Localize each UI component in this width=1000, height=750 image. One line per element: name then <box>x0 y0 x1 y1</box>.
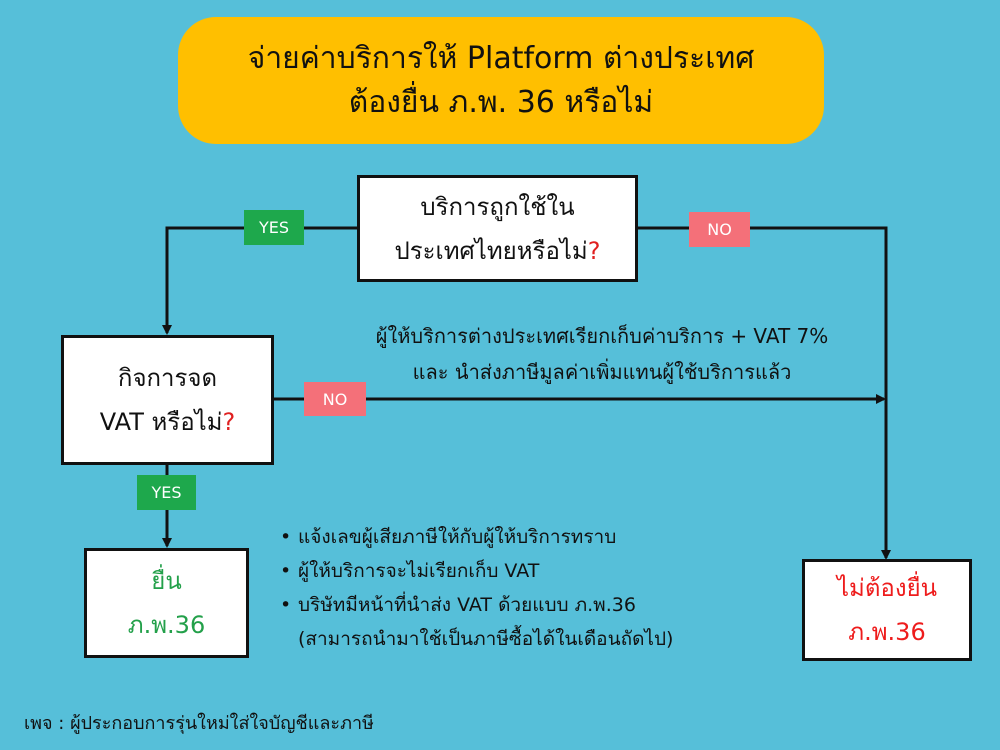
note-line-1: ผู้ให้บริการต่างประเทศเรียกเก็บค่าบริการ… <box>375 324 829 348</box>
question-2-line-1: กิจการจด <box>117 364 218 392</box>
question-mark: ? <box>587 236 601 265</box>
no-label-q2: NO <box>304 382 366 416</box>
result-box-file-pp36: ยื่น ภ.พ.36 <box>84 548 249 658</box>
page-footer-credit: เพจ : ผู้ประกอบการรุ่นใหม่ใส่ใจบัญชีและภ… <box>24 713 374 734</box>
yes-label-q2: YES <box>137 475 196 510</box>
result-nofile-line-2: ภ.พ.36 <box>848 618 926 646</box>
title-line-1: จ่ายค่าบริการให้ Platform ต่างประเทศ <box>247 40 755 76</box>
list-item: • ผู้ให้บริการจะไม่เรียกเก็บ VAT <box>280 554 780 588</box>
question-box-vat-registered: กิจการจด VAT หรือไม่? <box>61 335 274 465</box>
foreign-provider-note: ผู้ให้บริการต่างประเทศเรียกเก็บค่าบริการ… <box>342 318 862 390</box>
note-line-2: และ นำส่งภาษีมูลค่าเพิ่มแทนผู้ใช้บริการแ… <box>412 360 792 384</box>
result-box-no-file-pp36: ไม่ต้องยื่น ภ.พ.36 <box>802 559 972 661</box>
title-line-2: ต้องยื่น ภ.พ. 36 หรือไม่ <box>348 84 654 120</box>
question-2-line-2: VAT หรือไม่? <box>99 408 236 436</box>
result-file-line-1: ยื่น <box>151 567 182 595</box>
list-item: • บริษัทมีหน้าที่นำส่ง VAT ด้วยแบบ ภ.พ.3… <box>280 588 780 622</box>
question-box-service-used-in-thailand: บริการถูกใช้ใน ประเทศไทยหรือไม่? <box>357 175 638 282</box>
question-1-line-1: บริการถูกใช้ใน <box>420 192 575 221</box>
yes-label-q1: YES <box>244 210 304 245</box>
bullet-icon: • <box>280 526 292 548</box>
question-mark: ? <box>222 408 236 436</box>
list-item: • แจ้งเลขผู้เสียภาษีให้กับผู้ให้บริการทร… <box>280 520 780 554</box>
bullet-list: • แจ้งเลขผู้เสียภาษีให้กับผู้ให้บริการทร… <box>280 520 780 656</box>
title-banner: จ่ายค่าบริการให้ Platform ต่างประเทศ ต้อ… <box>178 17 824 144</box>
list-item-subnote: (สามารถนำมาใช้เป็นภาษีซื้อได้ในเดือนถัดไ… <box>298 628 674 650</box>
connector-q1-no <box>636 226 891 560</box>
question-1-line-2: ประเทศไทยหรือไม่? <box>394 236 601 265</box>
bullet-icon: • <box>280 560 292 582</box>
bullet-icon: • <box>280 594 292 616</box>
no-label-q1: NO <box>689 212 750 247</box>
result-file-line-2: ภ.พ.36 <box>127 611 206 639</box>
result-nofile-line-1: ไม่ต้องยื่น <box>836 574 938 602</box>
